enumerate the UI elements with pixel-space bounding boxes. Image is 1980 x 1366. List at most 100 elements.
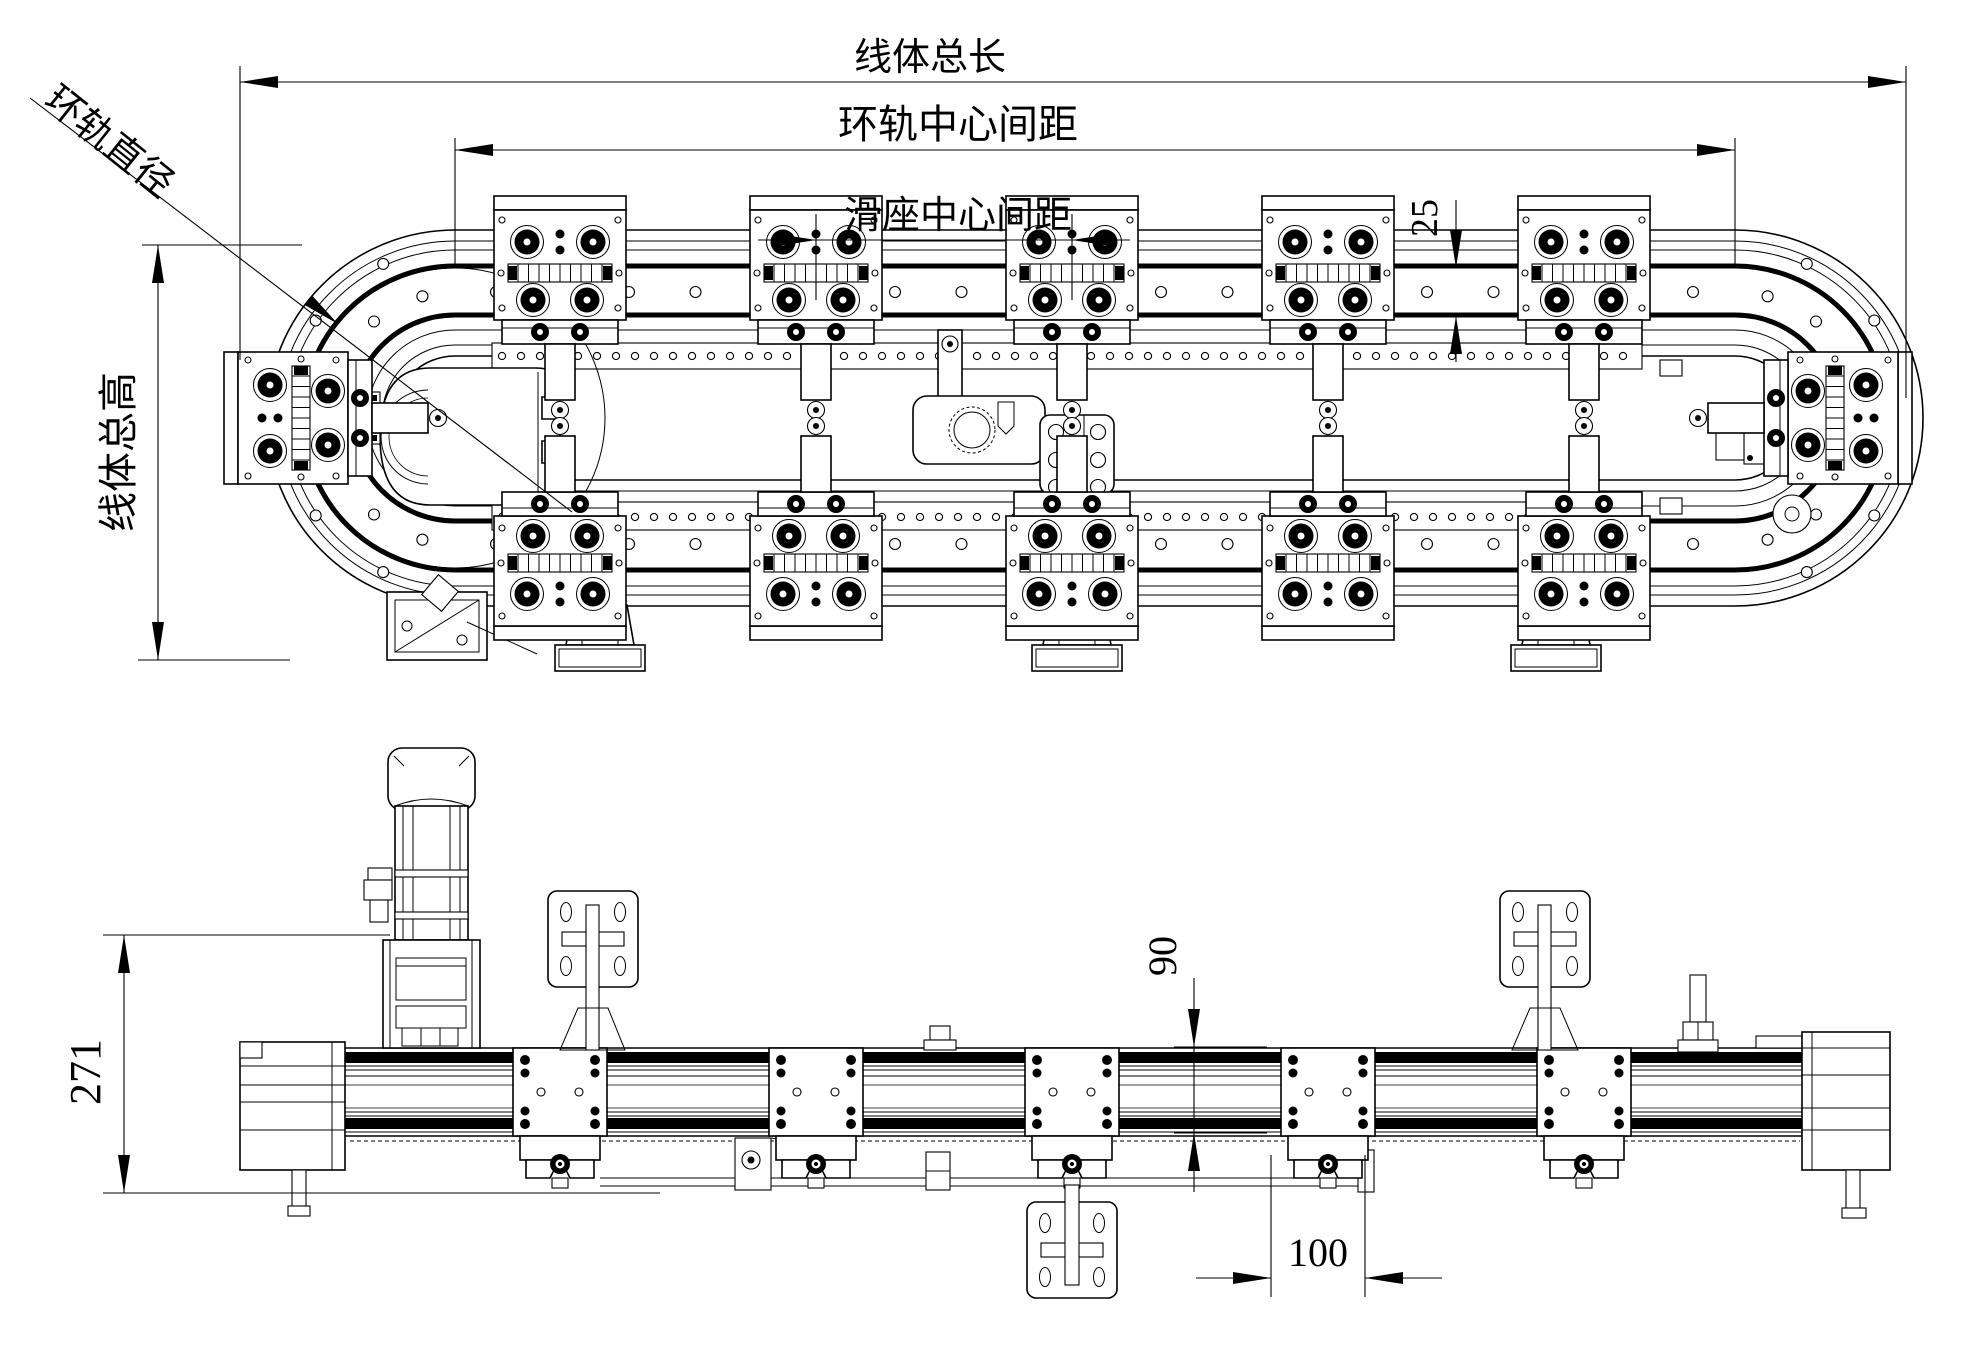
dim-slider-center-distance: 滑座中心间距	[758, 195, 1130, 300]
bolt-hole	[1466, 512, 1476, 522]
bolt-hole	[668, 351, 678, 361]
label-rail-width: 25	[1404, 199, 1446, 237]
dim-ring-center-distance: 环轨中心间距	[454, 102, 1736, 268]
bolt-hole	[1238, 512, 1248, 522]
bolt-hole	[516, 351, 526, 361]
bolt-hole	[1487, 285, 1500, 299]
bolt-hole	[1599, 351, 1609, 361]
carriage-top-5	[1517, 195, 1651, 420]
bolt-hole	[377, 566, 390, 579]
bolt-hole	[915, 351, 925, 361]
plan-view: 线体总长 环轨中心间距 滑座中心间距 25 线体总高 环轨直径	[29, 37, 1924, 672]
fixture-post-right	[1499, 890, 1591, 1051]
bolt-hole	[1371, 351, 1381, 361]
bolt-hole	[1809, 315, 1823, 328]
carriage-elev-1	[512, 1047, 608, 1189]
bolt-hole	[1200, 512, 1210, 522]
bolt-hole	[309, 509, 322, 522]
bolt-hole	[497, 351, 507, 361]
bolt-hole	[1800, 257, 1813, 270]
bolt-hole	[1124, 351, 1134, 361]
bolt-hole	[1686, 285, 1700, 299]
bolt-hole	[1504, 351, 1514, 361]
bolt-hole	[1420, 285, 1434, 299]
dim-rail-width-25: 25	[1404, 199, 1462, 362]
drive-motor-elevation	[363, 747, 481, 1049]
bolt-hole	[1761, 533, 1774, 546]
bolt-hole	[1420, 537, 1434, 551]
bolt-hole	[744, 351, 754, 361]
bolt-hole	[377, 257, 390, 270]
bolt-hole	[1523, 351, 1533, 361]
bolt-hole	[1143, 351, 1153, 361]
bolt-hole	[630, 512, 640, 522]
bolt-hole	[1409, 351, 1419, 361]
bolt-hole	[858, 351, 868, 361]
bolt-hole	[592, 351, 602, 361]
bolt-hole	[1504, 512, 1514, 522]
bolt-hole	[1105, 351, 1115, 361]
bolt-hole	[1238, 351, 1248, 361]
bolt-hole	[416, 533, 429, 546]
fixture-post-left	[547, 890, 639, 1051]
drive-motor-plan	[386, 573, 538, 661]
bolt-hole	[1487, 537, 1500, 551]
bolt-hole	[1390, 351, 1400, 361]
bolt-hole	[1686, 537, 1700, 551]
bolt-hole	[1221, 285, 1234, 299]
drive-bracket-left	[734, 1137, 796, 1191]
bolt-hole	[649, 512, 659, 522]
bolt-hole	[367, 315, 381, 328]
bolt-hole	[1428, 351, 1438, 361]
bolt-hole	[955, 285, 968, 299]
bolt-hole	[1154, 537, 1168, 551]
label-total-height: 线体总高	[96, 372, 141, 532]
bolt-hole	[1352, 351, 1362, 361]
belt-return	[600, 1149, 1375, 1193]
elevation-view: 271 90 100	[61, 747, 1891, 1299]
dim-line-total-height: 线体总高	[96, 244, 302, 661]
bolt-hole	[611, 351, 621, 361]
label-total-length: 线体总长	[854, 37, 1006, 79]
dim-total-length: 线体总长	[239, 37, 1907, 398]
bolt-hole	[1485, 351, 1495, 361]
bolt-hole	[1048, 351, 1058, 361]
dim-overall-height-271: 271	[61, 934, 660, 1194]
bolt-hole	[896, 351, 906, 361]
sensor-base	[923, 1039, 957, 1051]
label-rail-height: 90	[1140, 936, 1185, 976]
sensor-block	[929, 1025, 951, 1041]
bolt-hole	[1409, 512, 1419, 522]
bolt-hole	[1542, 351, 1552, 361]
tensioner-bolt	[1677, 974, 1719, 1053]
bolt-hole	[687, 351, 697, 361]
dim-rail-height-90: 90	[1140, 936, 1267, 1192]
bolt-hole	[1219, 512, 1229, 522]
label-ring-diameter: 环轨直径	[36, 78, 181, 206]
bolt-hole	[1466, 351, 1476, 361]
bolt-hole	[888, 285, 902, 299]
bolt-hole	[367, 508, 381, 521]
bolt-hole	[1800, 566, 1813, 579]
bolt-hole	[706, 512, 716, 522]
bolt-hole	[1868, 509, 1881, 522]
bolt-hole	[1618, 351, 1628, 361]
bolt-hole	[1181, 351, 1191, 361]
bolt-hole	[955, 537, 968, 551]
bolt-hole	[1428, 512, 1438, 522]
bolt-hole	[689, 285, 702, 299]
bolt-hole	[972, 351, 982, 361]
label-overall-height: 271	[61, 1039, 110, 1105]
bolt-hole	[630, 351, 640, 361]
bolt-hole	[1761, 290, 1774, 303]
bolt-hole	[1257, 351, 1267, 361]
bolt-hole	[763, 351, 773, 361]
bolt-hole	[668, 512, 678, 522]
bolt-hole	[1221, 537, 1234, 551]
dim-spacing-100: 100	[1196, 1155, 1442, 1297]
bolt-hole	[896, 512, 906, 522]
bolt-hole	[1154, 285, 1168, 299]
bolt-hole	[782, 351, 792, 361]
carriage-elev-5	[1536, 1047, 1632, 1189]
